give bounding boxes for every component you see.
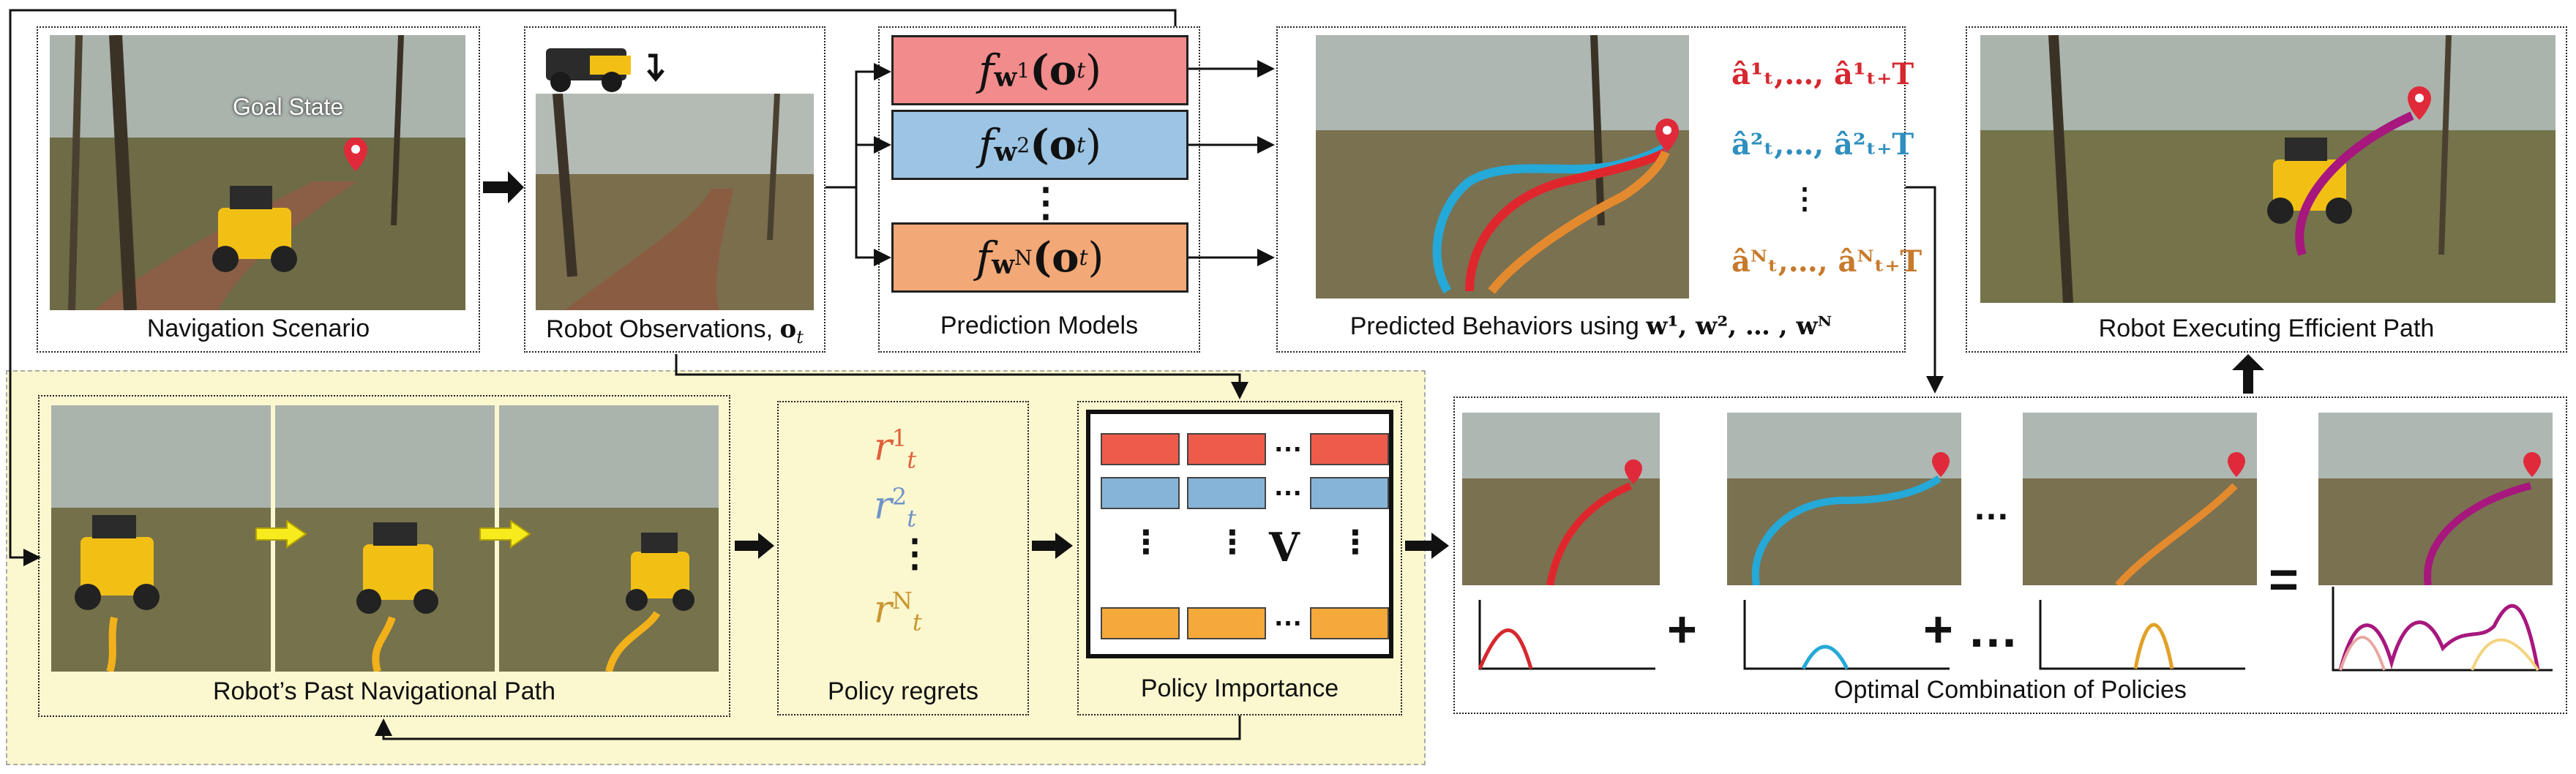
plus-1: + xyxy=(1667,601,1697,658)
regret-ellipsis: ⋮ xyxy=(896,531,934,576)
robot-icon xyxy=(546,48,664,92)
past-path-frame-1 xyxy=(51,405,271,672)
predicted-behaviors-photo xyxy=(1316,35,1689,298)
scenario-scene xyxy=(50,35,465,310)
policy-distribution-1 xyxy=(1478,600,1655,670)
predicted-behaviors-ellipsis: ⋮ xyxy=(1790,181,1819,216)
predicted-trajectories xyxy=(1316,35,1689,298)
policies-ellipsis: … xyxy=(1973,486,2010,527)
robot-executing-caption: Robot Executing Efficient Path xyxy=(2098,315,2435,342)
matrix-cell xyxy=(1310,607,1389,639)
policy-regrets-caption: Policy regrets xyxy=(828,677,978,705)
matrix-dots: … xyxy=(1273,600,1303,632)
navigation-scenario-panel: Goal State Navigation Scenario xyxy=(37,26,480,353)
policy-importance-caption: Policy Importance xyxy=(1140,675,1339,702)
predicted-behaviors-caption: Predicted Behaviors using w¹, w², … , wᴺ xyxy=(1349,312,1832,341)
frame-arrow-1 xyxy=(255,519,307,549)
regret-n: rNt xyxy=(874,587,922,636)
importance-matrix: … … ⋮ ⋮ V ⋮ … xyxy=(1086,410,1393,658)
robot-executing-panel: Robot Executing Efficient Path xyxy=(1966,26,2567,353)
equals-sign: = xyxy=(2269,551,2299,608)
matrix-cell xyxy=(1101,607,1180,639)
combined-distribution xyxy=(2332,587,2553,672)
matrix-label: V xyxy=(1269,524,1300,571)
matrix-vdots: ⋮ xyxy=(1339,525,1371,560)
matrix-cell xyxy=(1187,433,1266,465)
policy-importance-panel: … … ⋮ ⋮ V ⋮ … Policy Importance xyxy=(1077,401,1402,715)
navigation-scenario-caption: Navigation Scenario xyxy=(146,315,370,342)
combined-policy-photo xyxy=(2318,413,2553,585)
predicted-behavior-n: âᴺₜ,…, âᴺₜ₊T xyxy=(1731,244,1922,279)
past-path-caption: Robot’s Past Navigational Path xyxy=(212,677,556,705)
matrix-cell xyxy=(1101,477,1180,509)
optimal-combination-caption: Optimal Combination of Policies xyxy=(1834,676,2187,704)
predicted-behavior-1: â¹ₜ,…, â¹ₜ₊T xyxy=(1731,57,1914,91)
predicted-behavior-2: â²ₜ,…, â²ₜ₊T xyxy=(1731,127,1914,162)
policy-distribution-2 xyxy=(1743,600,1950,670)
optimal-combination-panel: + + … … = xyxy=(1453,397,2567,714)
matrix-vdots: ⋮ xyxy=(1130,525,1162,560)
robot-observations-panel: Robot Observations, ot xyxy=(524,26,825,353)
past-path-panel: Robot’s Past Navigational Path xyxy=(38,395,730,717)
prediction-models-ellipsis: ⋮ xyxy=(1026,179,1066,225)
plus-more: + … xyxy=(1923,601,2019,658)
robot-observations-caption: Robot Observations, ot xyxy=(546,315,804,347)
matrix-dots: … xyxy=(1273,426,1303,458)
past-path-frame-3 xyxy=(499,405,719,672)
policy-regrets-panel: r1t r2t ⋮ rNt Policy regrets xyxy=(777,401,1029,715)
policy-photo-2 xyxy=(1727,413,1961,585)
matrix-vdots: ⋮ xyxy=(1216,525,1248,560)
policy-photo-n xyxy=(2023,413,2257,585)
predicted-behaviors-panel: â¹ₜ,…, â¹ₜ₊T â²ₜ,…, â²ₜ₊T ⋮ âᴺₜ,…, âᴺₜ₊T… xyxy=(1276,26,1922,353)
prediction-models-caption: Prediction Models xyxy=(940,312,1139,339)
frame-arrow-2 xyxy=(479,519,531,549)
goal-state-label: Goal State xyxy=(233,94,344,120)
matrix-cell xyxy=(1310,477,1389,509)
regret-1: r1t xyxy=(874,424,917,474)
matrix-cell xyxy=(1310,433,1389,465)
matrix-cell xyxy=(1187,477,1266,509)
policy-photo-1 xyxy=(1462,413,1660,585)
matrix-cell xyxy=(1187,607,1266,639)
regret-2: r2t xyxy=(874,483,917,533)
matrix-dots: … xyxy=(1273,470,1303,502)
policy-distribution-n xyxy=(2039,600,2245,670)
robot-observation-photo xyxy=(536,94,814,310)
matrix-cell xyxy=(1101,433,1180,465)
robot-executing-photo xyxy=(1980,35,2556,303)
navigation-scenario-photo: Goal State xyxy=(50,35,465,310)
past-path-frame-2 xyxy=(275,405,495,672)
